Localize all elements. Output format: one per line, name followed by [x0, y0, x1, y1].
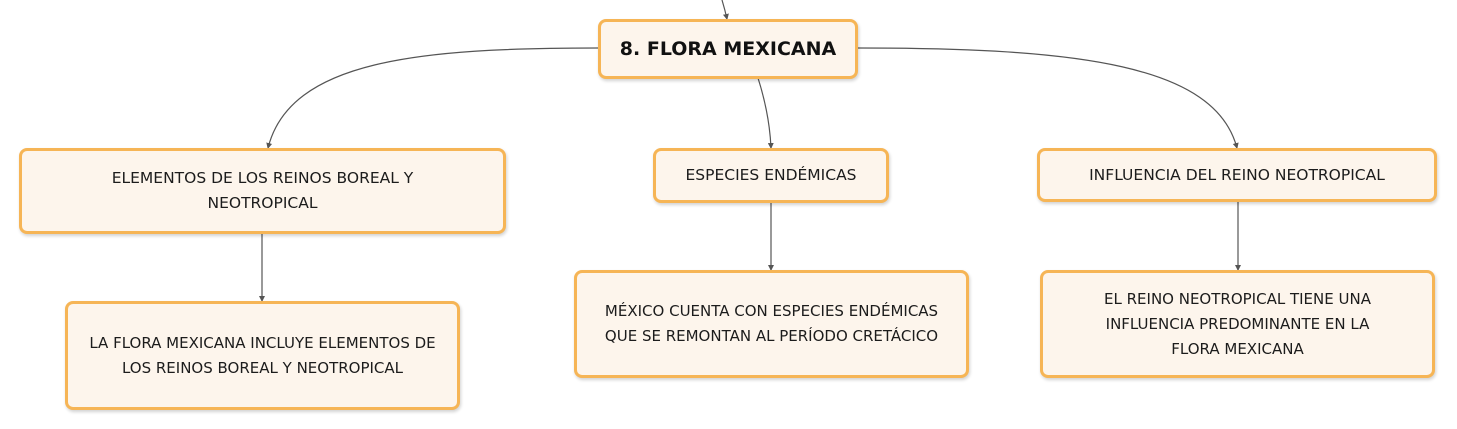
branch-node-reinos[interactable]: ELEMENTOS DE LOS REINOS BOREAL Y NEOTROP…	[19, 148, 506, 234]
leaf-label: LA FLORA MEXICANA INCLUYE ELEMENTOS DE L…	[89, 333, 436, 377]
branch-node-neotropical[interactable]: INFLUENCIA DEL REINO NEOTROPICAL	[1037, 148, 1437, 202]
leaf-node-endemicas[interactable]: MÉXICO CUENTA CON ESPECIES ENDÉMICAS QUE…	[574, 270, 969, 378]
root-label: 8. FLORA MEXICANA	[619, 37, 837, 60]
leaf-label: MÉXICO CUENTA CON ESPECIES ENDÉMICAS QUE…	[604, 302, 939, 345]
branch-node-endemicas[interactable]: ESPECIES ENDÉMICAS	[653, 148, 889, 203]
branch-label: INFLUENCIA DEL REINO NEOTROPICAL	[1089, 165, 1385, 184]
connector-root-branch-1	[266, 47, 599, 149]
leaf-label: EL REINO NEOTROPICAL TIENE UNA INFLUENCI…	[1104, 289, 1371, 358]
root-node[interactable]: 8. FLORA MEXICANA	[598, 19, 858, 79]
branch-label: ESPECIES ENDÉMICAS	[685, 166, 857, 184]
connector-root-branch-3	[857, 47, 1239, 149]
leaf-node-reinos[interactable]: LA FLORA MEXICANA INCLUYE ELEMENTOS DE L…	[65, 301, 460, 410]
branch-label: ELEMENTOS DE LOS REINOS BOREAL Y NEOTROP…	[111, 169, 414, 212]
connector-root-branch-2	[757, 77, 774, 149]
connector-incoming	[721, 0, 729, 20]
leaf-node-neotropical[interactable]: EL REINO NEOTROPICAL TIENE UNA INFLUENCI…	[1040, 270, 1435, 378]
